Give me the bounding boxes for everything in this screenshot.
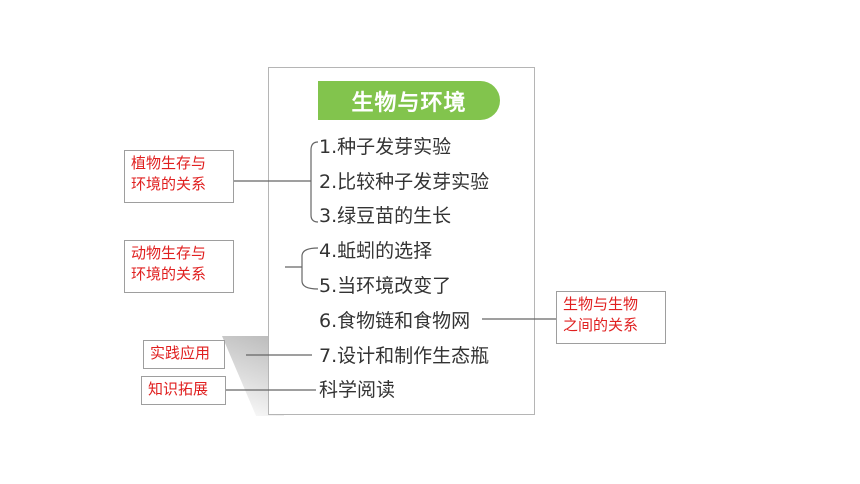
label-organism-relation: 生物与生物 之间的关系 [556,291,666,344]
label-organism-line-1: 生物与生物 [563,295,639,313]
label-plant-relation: 植物生存与 环境的关系 [124,150,234,203]
list-item-2: 2.比较种子发芽实验 [319,171,490,193]
label-animal-line-1: 动物生存与 [131,244,207,262]
list-item-6: 6.食物链和食物网 [319,310,471,332]
brace-plant [310,141,319,223]
list-item-7: 7.设计和制作生态瓶 [319,345,490,367]
label-practice: 实践应用 [143,340,225,369]
contents-panel [268,67,535,415]
list-item-4: 4.蚯蚓的选择 [319,240,433,262]
label-animal-relation: 动物生存与 环境的关系 [124,240,234,293]
brace-animal [301,247,319,290]
label-plant-line-1: 植物生存与 [131,154,207,172]
label-organism-line-2: 之间的关系 [563,316,639,334]
list-item-3: 3.绿豆苗的生长 [319,205,452,227]
label-animal-line-2: 环境的关系 [131,265,207,283]
list-item-1: 1.种子发芽实验 [319,136,452,158]
diagram-title: 生物与环境 [318,81,500,120]
list-item-8: 科学阅读 [319,379,396,401]
label-knowledge: 知识拓展 [141,376,226,405]
list-item-5: 5.当环境改变了 [319,275,452,297]
label-plant-line-2: 环境的关系 [131,175,207,193]
